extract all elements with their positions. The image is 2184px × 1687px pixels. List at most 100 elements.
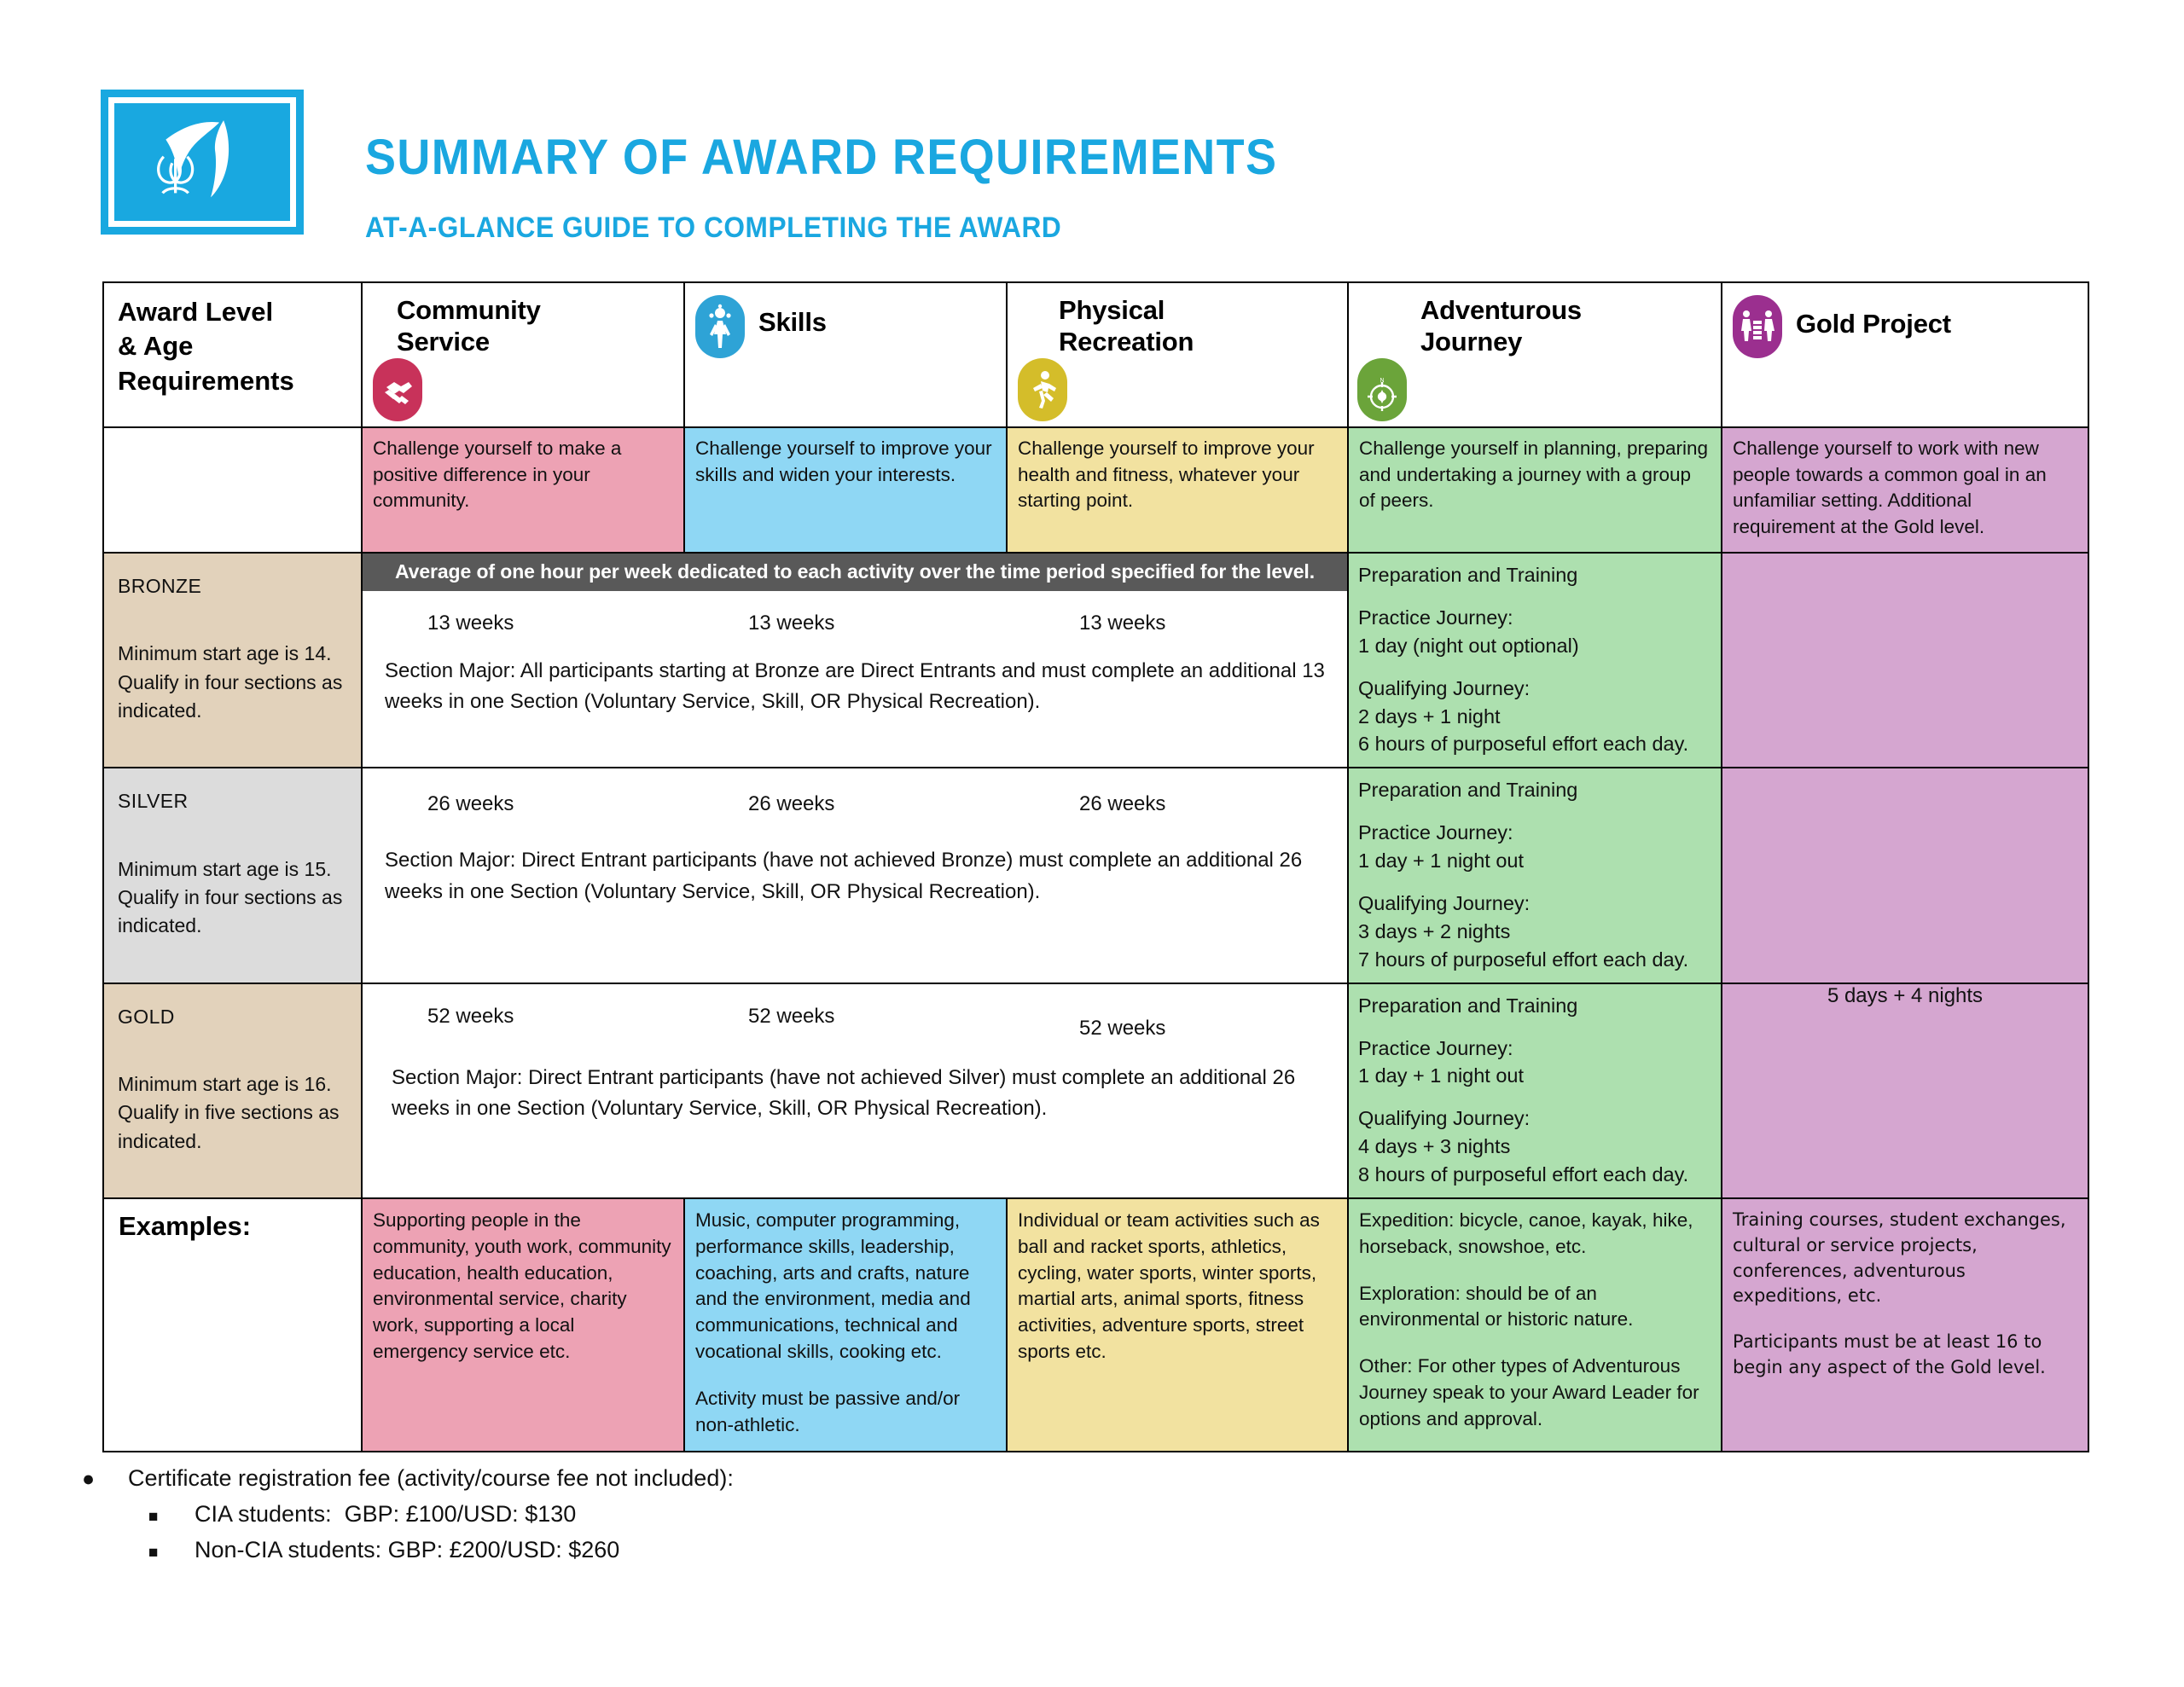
document-header: SUMMARY OF AWARD REQUIREMENTS AT-A-GLANC… <box>101 90 1346 245</box>
footer-fee-heading-row: ● Certificate registration fee (activity… <box>82 1465 734 1492</box>
handshake-icon <box>373 358 422 421</box>
aj-prep-silver: Preparation and Training <box>1358 779 1578 802</box>
footer-fee-heading: Certificate registration fee (activity/c… <box>128 1465 734 1491</box>
aj-cell-silver: Preparation and Training Practice Journe… <box>1347 767 1722 984</box>
aj-practice-value-gold: 1 day + 1 night out <box>1358 1064 1525 1087</box>
weeks-community-service-bronze: 13 weeks <box>427 612 514 635</box>
aj-prep-gold: Preparation and Training <box>1358 994 1578 1017</box>
aj-practice-label-gold: Practice Journey: <box>1358 1036 1513 1059</box>
aj-qualifying-label-gold: Qualifying Journey: <box>1358 1107 1531 1130</box>
section-major-bronze: Section Major: All participants starting… <box>385 659 1325 714</box>
examples-skills-note: Activity must be passive and/or non-athl… <box>695 1387 961 1435</box>
weeks-skills-gold: 52 weeks <box>748 1004 835 1028</box>
weeks-skills-silver: 26 weeks <box>748 792 835 816</box>
description-skills: Challenge yourself to improve your skill… <box>683 426 1008 554</box>
header-cell-gold-project: Gold Project <box>1721 281 2089 428</box>
gold-weeks-block: 52 weeks 52 weeks 52 weeks Section Major… <box>361 982 1349 1200</box>
level-age-note-silver: Minimum start age is 15. Qualify in four… <box>118 857 343 937</box>
bullet-square-icon: ■ <box>148 1508 159 1526</box>
level-cell-bronze: BRONZE Minimum start age is 14. Qualify … <box>102 551 363 769</box>
silver-weeks-block: 26 weeks 26 weeks 26 weeks Section Major… <box>361 767 1349 984</box>
person-skills-icon <box>695 295 745 358</box>
aj-effort-silver: 7 hours of purposeful effort each day. <box>1358 948 1689 971</box>
aj-practice-value-silver: 1 day + 1 night out <box>1358 849 1525 872</box>
aj-practice-label-bronze: Practice Journey: <box>1358 606 1513 629</box>
level-name-silver: SILVER <box>118 790 189 813</box>
weeks-skills-bronze: 13 weeks <box>748 612 835 635</box>
section-major-gold: Section Major: Direct Entrant participan… <box>392 1065 1296 1121</box>
table-row-silver: SILVER Minimum start age is 15. Qualify … <box>102 767 2089 984</box>
footer-fee-noncia: Non-CIA students: GBP: £200/USD: $260 <box>195 1537 620 1562</box>
weeks-community-service-silver: 26 weeks <box>427 792 514 816</box>
examples-aj-expedition: Expedition: bicycle, canoe, kayak, hike,… <box>1359 1209 1693 1257</box>
aj-qualifying-value-silver: 3 days + 2 nights <box>1358 919 1511 942</box>
table-row-examples: Examples: Supporting people in the commu… <box>102 1197 2089 1452</box>
examples-community-service: Supporting people in the community, yout… <box>361 1197 685 1452</box>
level-age-note-bronze: Minimum start age is 14. Qualify in four… <box>118 642 343 722</box>
table-row-gold: GOLD Minimum start age is 16. Qualify in… <box>102 982 2089 1200</box>
aj-qualifying-value-bronze: 2 days + 1 night <box>1358 704 1501 728</box>
aj-effort-gold: 8 hours of purposeful effort each day. <box>1358 1163 1689 1186</box>
bronze-weeks-block: Average of one hour per week dedicated t… <box>361 551 1349 769</box>
examples-gold-project-text: Training courses, student exchanges, cul… <box>1733 1209 2066 1307</box>
table-row-bronze: BRONZE Minimum start age is 14. Qualify … <box>102 551 2089 769</box>
aj-cell-bronze: Preparation and Training Practice Journe… <box>1347 551 1722 769</box>
gold-project-cell-bronze <box>1721 551 2089 769</box>
section-major-silver: Section Major: Direct Entrant participan… <box>385 849 1303 903</box>
compass-icon: N <box>1357 358 1407 421</box>
table-description-row: Challenge yourself to make a positive di… <box>102 426 2089 554</box>
weeks-physical-bronze: 13 weeks <box>1079 612 1166 635</box>
column-title-gold-project: Gold Project <box>1796 309 1951 339</box>
examples-gold-project-note: Participants must be at least 16 to begi… <box>1733 1331 2046 1378</box>
gold-project-cell-gold: 5 days + 4 nights <box>1721 982 2089 1200</box>
bullet-square-icon: ■ <box>148 1544 159 1562</box>
examples-physical-recreation: Individual or team activities such as ba… <box>1006 1197 1349 1452</box>
footer-fee-cia: CIA students: GBP: £100/USD: $130 <box>195 1501 577 1527</box>
examples-adventurous-journey: Expedition: bicycle, canoe, kayak, hike,… <box>1347 1197 1722 1452</box>
aj-qualifying-value-gold: 4 days + 3 nights <box>1358 1135 1511 1158</box>
hours-banner: Average of one hour per week dedicated t… <box>363 554 1347 591</box>
examples-aj-other: Other: For other types of Adventurous Jo… <box>1359 1355 1699 1429</box>
page-title: SUMMARY OF AWARD REQUIREMENTS <box>365 130 1278 185</box>
aj-practice-label-silver: Practice Journey: <box>1358 821 1513 844</box>
column-title-skills: Skills <box>758 307 827 337</box>
aj-prep-bronze: Preparation and Training <box>1358 564 1578 586</box>
aj-qualifying-label-bronze: Qualifying Journey: <box>1358 676 1531 699</box>
examples-skills-text: Music, computer programming, performance… <box>695 1209 971 1363</box>
weeks-community-service-gold: 52 weeks <box>427 1004 514 1028</box>
level-name-gold: GOLD <box>118 1005 175 1028</box>
level-cell-gold: GOLD Minimum start age is 16. Qualify in… <box>102 982 363 1200</box>
aj-qualifying-label-silver: Qualifying Journey: <box>1358 892 1531 915</box>
level-age-note-gold: Minimum start age is 16. Qualify in five… <box>118 1073 340 1152</box>
footer-fee-item-cia: ■ CIA students: GBP: £100/USD: $130 <box>148 1501 734 1528</box>
weeks-physical-gold: 52 weeks <box>1079 1016 1166 1040</box>
duke-of-edinburgh-award-logo <box>101 90 304 235</box>
footer-fee-item-noncia: ■ Non-CIA students: GBP: £200/USD: $260 <box>148 1537 734 1563</box>
examples-skills: Music, computer programming, performance… <box>683 1197 1008 1452</box>
description-community-service: Challenge yourself to make a positive di… <box>361 426 685 554</box>
footer-notes: ● Certificate registration fee (activity… <box>82 1465 734 1573</box>
description-blank-cell <box>102 426 363 554</box>
description-adventurous-journey: Challenge yourself in planning, preparin… <box>1347 426 1722 554</box>
header-cell-skills: Skills <box>683 281 1008 428</box>
aj-practice-value-bronze: 1 day (night out optional) <box>1358 634 1579 657</box>
examples-label: Examples: <box>119 1211 252 1242</box>
description-gold-project: Challenge yourself to work with new peop… <box>1721 426 2089 554</box>
examples-gold-project: Training courses, student exchanges, cul… <box>1721 1197 2089 1452</box>
bullet-disc-icon: ● <box>82 1467 96 1491</box>
group-people-icon <box>1733 295 1782 358</box>
weeks-physical-silver: 26 weeks <box>1079 792 1166 816</box>
page-subtitle: AT-A-GLANCE GUIDE TO COMPLETING THE AWAR… <box>365 211 1062 244</box>
runner-icon <box>1018 358 1067 421</box>
